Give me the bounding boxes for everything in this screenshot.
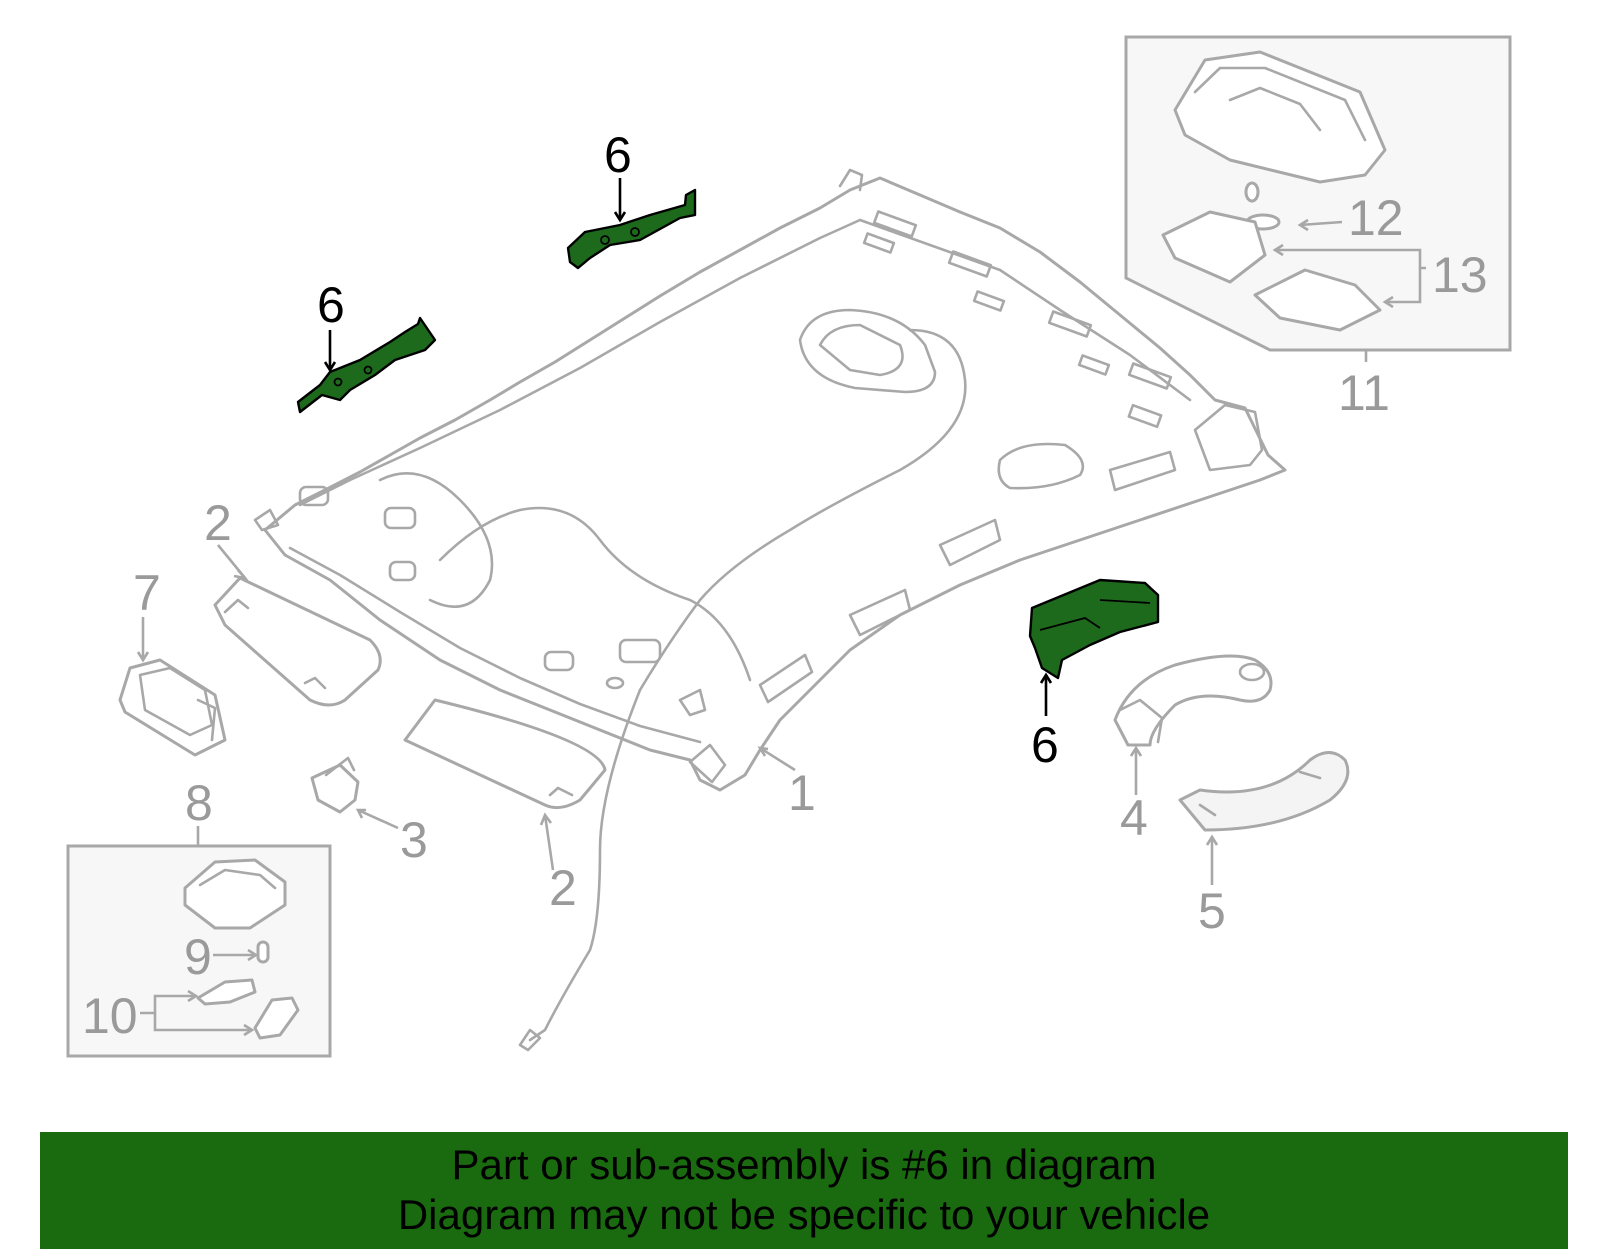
callout-3: 3 bbox=[400, 812, 428, 868]
bracket-part-6-left bbox=[296, 316, 437, 414]
callout-6-left: 6 bbox=[317, 277, 345, 333]
callout-6-right: 6 bbox=[1031, 717, 1059, 773]
callout-9: 9 bbox=[184, 929, 212, 985]
bulb-part-9 bbox=[256, 940, 270, 964]
callout-4: 4 bbox=[1120, 790, 1148, 846]
lens-part-10 bbox=[196, 978, 300, 1040]
info-banner: Part or sub-assembly is #6 in diagram Di… bbox=[40, 1132, 1568, 1249]
lamp-housing-part-8 bbox=[183, 858, 287, 930]
callout-7: 7 bbox=[133, 565, 161, 621]
callout-12: 12 bbox=[1348, 190, 1404, 246]
dome-lamp-housing-part-11 bbox=[1173, 50, 1387, 184]
callout-11: 11 bbox=[1338, 365, 1390, 421]
bracket-part-6-right bbox=[1028, 578, 1160, 680]
callout-2-left: 2 bbox=[204, 495, 232, 551]
lens-part-13 bbox=[1161, 210, 1382, 332]
callout-10: 10 bbox=[82, 988, 138, 1044]
callout-13: 13 bbox=[1432, 247, 1488, 303]
banner-line-1: Part or sub-assembly is #6 in diagram bbox=[451, 1141, 1157, 1188]
leader-lines bbox=[136, 218, 1426, 1037]
callout-8: 8 bbox=[185, 775, 213, 831]
bulb-small bbox=[1244, 181, 1260, 203]
bracket-part-6-upper bbox=[566, 188, 697, 270]
visor-holder-part-3 bbox=[310, 756, 360, 814]
parts-diagram: 1 2 2 3 4 5 6 6 6 7 8 9 10 11 12 13 bbox=[66, 35, 1512, 1058]
headliner-part-1 bbox=[253, 168, 1287, 1052]
callout-6-upper: 6 bbox=[604, 127, 632, 183]
sun-visor-left-part-2 bbox=[213, 576, 382, 707]
map-lamp-part-7 bbox=[118, 658, 227, 757]
handle-cover-part-5 bbox=[1178, 751, 1350, 832]
sun-visor-right-part-2 bbox=[403, 698, 607, 810]
callout-5: 5 bbox=[1198, 883, 1226, 939]
leader-lines-highlighted bbox=[323, 178, 1053, 716]
grab-handle-part-4 bbox=[1113, 654, 1273, 747]
callout-2-bottom: 2 bbox=[549, 860, 577, 916]
banner-line-2: Diagram may not be specific to your vehi… bbox=[397, 1191, 1211, 1238]
callout-1: 1 bbox=[788, 765, 816, 821]
